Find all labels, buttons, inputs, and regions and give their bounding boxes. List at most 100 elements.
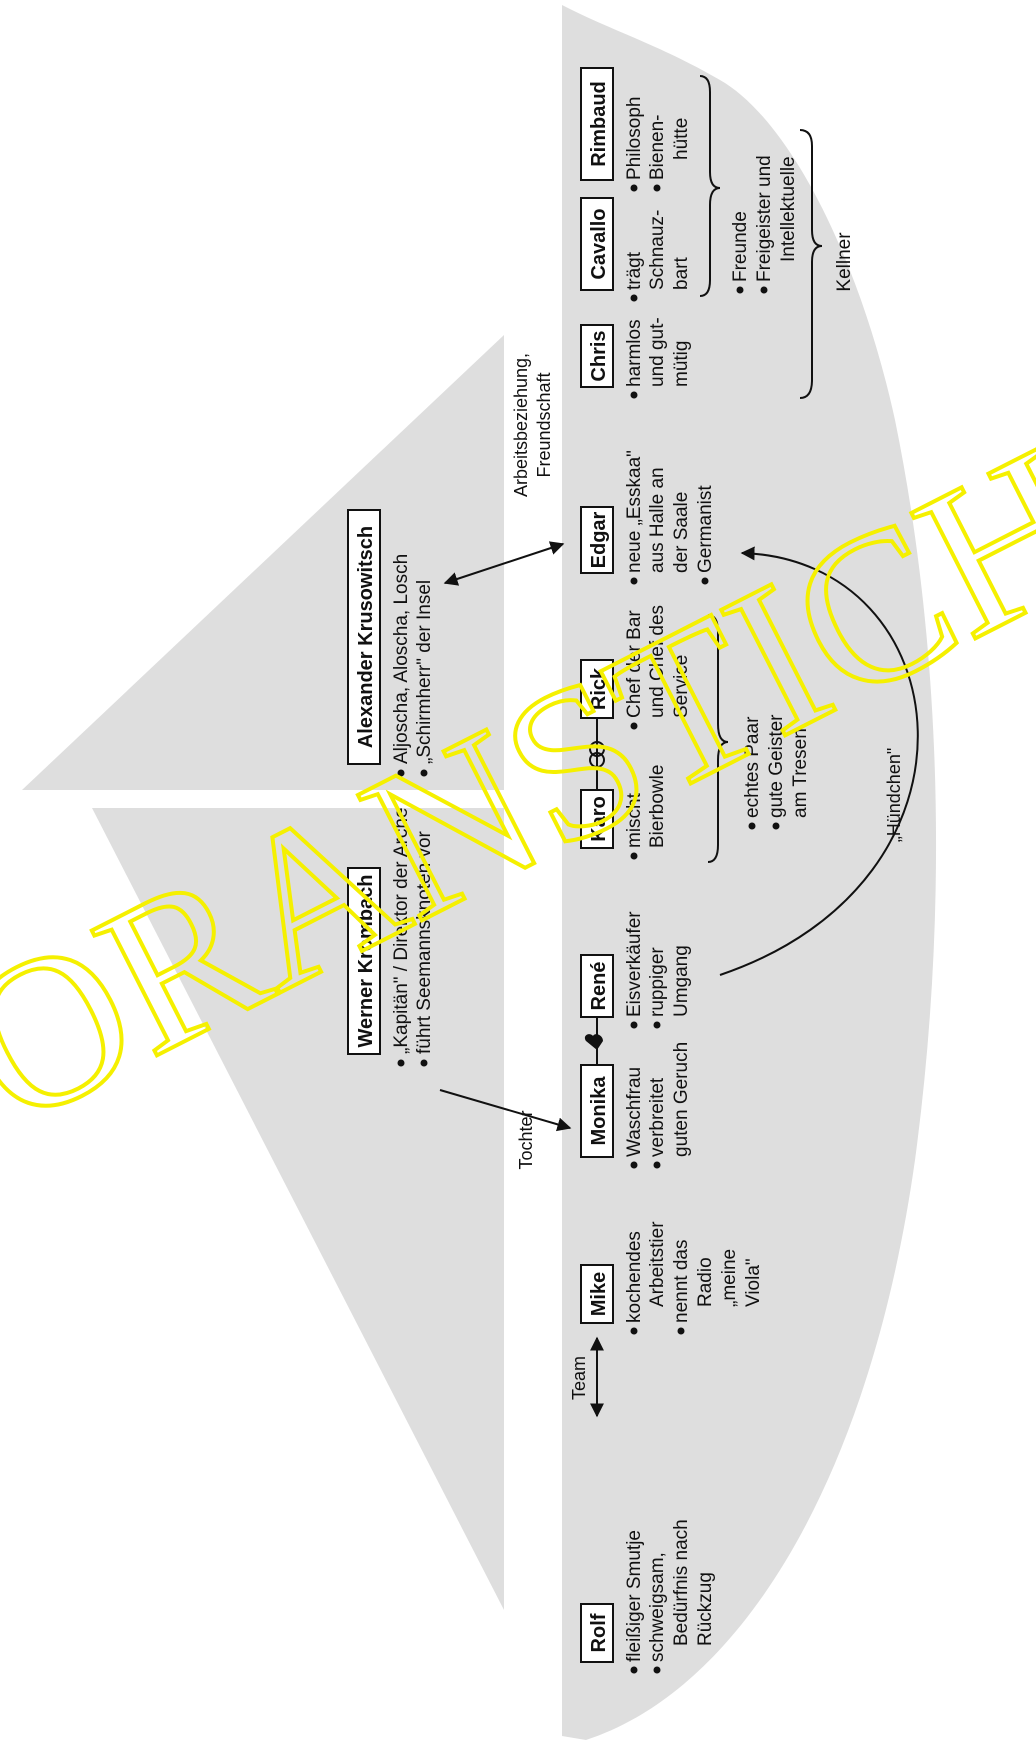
notes-rolf: fleißiger Smutje schweigsam, Bedürfnis n… [624,1519,716,1674]
character-name: Rimbaud [588,81,610,167]
notes-chris: harmlos und gut- mütig [624,317,692,399]
note-line: Waschfrau [624,1067,645,1157]
character-box-rolf: Rolf [580,1603,614,1663]
note-line: harmlos [624,319,645,387]
note-line: trägt [624,251,645,290]
freunde-group-notes: Freunde Freigeister und Intellektuelle [730,155,799,294]
character-name: Mike [588,1272,610,1316]
note-line: Eisverkäufer [624,911,645,1017]
character-box-rene: René [580,954,614,1018]
note-line: „Schirmherr" der Insel [414,580,435,764]
team-label: Team [569,1356,589,1400]
character-name: Edgar [588,511,610,568]
character-name: Monika [588,1076,610,1146]
arbeitsbeziehung-arrow [443,541,565,586]
bullet [701,577,709,585]
note-line: kochendes [624,1231,645,1323]
character-name: Alexander Krusowitsch [355,526,377,748]
notes-rick: Chef der Bar und Chef des Service [624,605,692,730]
character-box-monika: Monika [580,1064,614,1158]
character-name: Karo [588,796,610,842]
character-box-chris: Chris [580,324,614,388]
note-line: und Chef des [647,605,668,718]
paar-group-notes: echtes Paar gute Geister am Tresen [742,714,811,830]
note-line: guten Geruch [671,1042,692,1157]
note-line: Aljoscha, Aloscha, Losch [391,554,412,764]
note-line: am Tresen [790,728,811,818]
bullet [772,822,780,830]
notes-cavallo: trägt Schnauz- bart [624,210,692,302]
note-line: gute Geister [766,714,787,818]
note-line: Freunde [730,211,751,282]
note-line: nennt das [671,1240,692,1323]
note-line: schweigsam, [647,1552,668,1662]
note-line: Philosoph [624,97,645,180]
paar-brace [707,614,729,863]
arbeitsbeziehung-label-line: Arbeitsbeziehung, [511,353,531,497]
notes-mike: kochendes Arbeitstier nennt das Radio „m… [624,1221,764,1335]
tochter-arrow [439,1089,572,1132]
character-name: Chris [588,330,610,381]
tochter-label: Tochter [516,1110,536,1169]
arbeitsbeziehung-label-line: Freundschaft [534,372,554,477]
huendchen-arrow [719,546,919,976]
notes-monika: Waschfrau verbreitet guten Geruch [624,1042,692,1169]
boat-hull [562,5,937,1740]
bullet [748,822,756,830]
character-name: Cavallo [588,208,610,279]
note-line: Intellektuelle [778,156,799,262]
note-line: Schnauz- [647,210,668,290]
bullet [630,1161,638,1169]
bullet [630,1666,638,1674]
note-line: Bierbowle [647,765,668,848]
note-line: Service [671,655,692,718]
kellner-label: Kellner [834,232,855,292]
notes-rimbaud: Philosoph Bienen- hütte [624,97,692,192]
bullet [420,769,428,777]
bullet [630,184,638,192]
bullet [397,1059,405,1067]
bullet [630,1021,638,1029]
note-line: Arbeitstier [647,1221,668,1307]
character-name: Rick [588,667,610,710]
front-sail [22,335,504,790]
bullet [630,722,638,730]
note-line: Rückzug [695,1572,716,1646]
wedding-rings-icon [589,752,605,768]
bullet [630,852,638,860]
note-line: mütig [671,341,692,387]
note-line: mischt [624,792,645,848]
character-name: René [588,962,610,1011]
note-line: Germanist [695,485,716,573]
bullet [630,577,638,585]
note-line: „meine [719,1249,740,1307]
note-line: Umgang [671,945,692,1017]
note-line: Bedürfnis nach [671,1519,692,1646]
note-line: Freigeister und [754,155,775,282]
character-box-rimbaud: Rimbaud [580,67,614,181]
notes-karo: mischt Bierbowle [624,765,668,860]
freunde-brace [699,75,721,297]
character-box-cavallo: Cavallo [580,197,614,291]
note-line: der Saale [671,492,692,573]
character-name: Werner Krombach [355,874,377,1047]
notes-alexander-krusowitsch: Aljoscha, Aloscha, Losch „Schirmherr" de… [391,554,435,777]
note-line: hütte [671,118,692,160]
note-line: fleißiger Smutje [624,1530,645,1662]
note-line: Radio [695,1257,716,1307]
bullet [653,1161,661,1169]
rear-sail [92,808,504,1610]
note-line: bart [671,257,692,290]
bullet [736,286,744,294]
character-box-werner-krombach: Werner Krombach [347,867,381,1055]
kellner-brace [799,129,823,399]
note-line: Bienen- [647,115,668,181]
notes-edgar: neue „Esskaa" aus Halle an der Saale Ger… [624,450,716,585]
notes-werner-krombach: „Kapitän" / Direktor der Arche führt See… [391,808,435,1067]
note-line: führt Seemannsknoten vor [414,830,435,1054]
bullet [420,1059,428,1067]
character-box-karo: Karo [580,789,614,849]
character-box-alexander-krusowitsch: Alexander Krusowitsch [347,509,381,765]
